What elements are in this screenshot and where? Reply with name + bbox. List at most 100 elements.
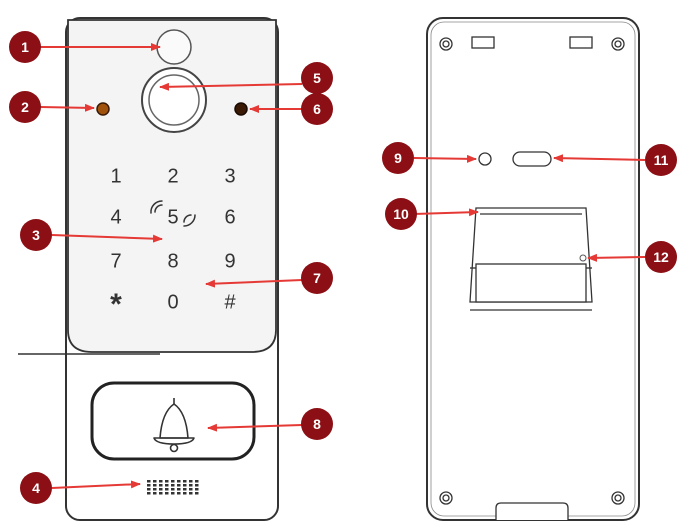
speaker-hole <box>189 484 193 487</box>
bottom-notch <box>495 502 569 520</box>
key-2[interactable]: 2 <box>167 165 178 187</box>
callout-8: 8 <box>301 408 333 440</box>
callout-7: 7 <box>301 262 333 294</box>
svg-text:1: 1 <box>21 39 29 55</box>
top-sensor <box>156 29 192 65</box>
svg-text:10: 10 <box>393 206 409 222</box>
arrow-10 <box>413 208 479 217</box>
svg-text:9: 9 <box>394 150 402 166</box>
top-slot-right <box>569 36 593 49</box>
svg-text:3: 3 <box>32 227 40 243</box>
speaker-hole <box>171 488 175 491</box>
callout-11: 11 <box>645 144 677 176</box>
speaker-hole <box>159 480 163 483</box>
arrow-3 <box>51 234 163 243</box>
speaker-hole <box>165 488 169 491</box>
speaker-hole <box>183 488 187 491</box>
callout-10: 10 <box>385 198 417 230</box>
speaker-hole <box>159 492 163 495</box>
callout-4: 4 <box>20 472 52 504</box>
key-7[interactable]: 7 <box>110 250 121 272</box>
arrow-11 <box>553 154 646 163</box>
speaker-hole <box>165 484 169 487</box>
camera-lens-inner <box>148 74 200 126</box>
callout-2: 2 <box>9 91 41 123</box>
back-hole <box>478 152 492 166</box>
bell-icon <box>153 398 195 453</box>
back-slot <box>512 151 552 167</box>
callout-1: 1 <box>9 31 41 63</box>
svg-text:8: 8 <box>313 416 321 432</box>
speaker-hole <box>165 492 169 495</box>
speaker-hole <box>171 484 175 487</box>
speaker-hole <box>147 480 151 483</box>
arrow-7 <box>205 279 303 288</box>
arrow-8 <box>207 423 303 432</box>
arrow-12 <box>587 253 646 262</box>
svg-text:7: 7 <box>313 270 321 286</box>
speaker-hole <box>177 488 181 491</box>
doorbell-button[interactable] <box>90 381 256 461</box>
speaker-hole <box>153 480 157 483</box>
speaker-hole <box>177 480 181 483</box>
back-view <box>426 17 640 521</box>
speaker-hole <box>171 480 175 483</box>
speaker-hole <box>183 484 187 487</box>
speaker-grille <box>147 480 199 495</box>
led-left <box>96 102 110 116</box>
svg-text:6: 6 <box>313 101 321 117</box>
speaker-hole <box>171 492 175 495</box>
callouts: 1 2 3 4 5 6 7 8 9 10 11 12 <box>9 31 677 504</box>
speaker-hole <box>177 484 181 487</box>
speaker-hole <box>147 492 151 495</box>
front-view: 1 2 3 4 5 6 7 8 9 * 0 # <box>18 17 279 521</box>
speaker-hole <box>153 484 157 487</box>
speaker-hole <box>195 480 199 483</box>
keypad: 1 2 3 4 5 6 7 8 9 * 0 # <box>110 165 236 321</box>
top-slot-left <box>471 36 495 49</box>
key-hash[interactable]: # <box>224 291 236 313</box>
key-9[interactable]: 9 <box>224 250 235 272</box>
arrows <box>39 43 646 489</box>
speaker-hole <box>147 484 151 487</box>
callout-3: 3 <box>20 219 52 251</box>
arrow-9 <box>413 154 477 163</box>
speaker-hole <box>147 488 151 491</box>
speaker-hole <box>183 480 187 483</box>
callout-5: 5 <box>301 62 333 94</box>
arrow-5 <box>159 82 303 91</box>
key-3[interactable]: 3 <box>224 165 235 187</box>
mounting-bracket <box>469 207 593 311</box>
speaker-hole <box>195 488 199 491</box>
key-8[interactable]: 8 <box>167 250 178 272</box>
speaker-hole <box>183 492 187 495</box>
callout-6: 6 <box>301 93 333 125</box>
speaker-hole <box>195 492 199 495</box>
speaker-hole <box>189 480 193 483</box>
speaker-hole <box>177 492 181 495</box>
key-4[interactable]: 4 <box>110 206 121 228</box>
arrow-4 <box>51 480 141 489</box>
speaker-hole <box>189 488 193 491</box>
speaker-hole <box>189 492 193 495</box>
key-star[interactable]: * <box>110 288 122 321</box>
svg-text:2: 2 <box>21 99 29 115</box>
svg-text:5: 5 <box>313 70 321 86</box>
key-6[interactable]: 6 <box>224 206 235 228</box>
key-0[interactable]: 0 <box>167 291 178 313</box>
nfc-wave-icon <box>150 200 196 227</box>
speaker-hole <box>153 492 157 495</box>
led-right <box>234 102 248 116</box>
speaker-hole <box>165 480 169 483</box>
callout-9: 9 <box>382 142 414 174</box>
key-5[interactable]: 5 <box>167 206 178 228</box>
speaker-hole <box>153 488 157 491</box>
speaker-hole <box>195 484 199 487</box>
callout-12: 12 <box>645 241 677 273</box>
svg-text:4: 4 <box>32 480 40 496</box>
key-1[interactable]: 1 <box>110 165 121 187</box>
svg-text:11: 11 <box>654 152 669 168</box>
speaker-hole <box>159 488 163 491</box>
svg-text:12: 12 <box>653 249 669 265</box>
